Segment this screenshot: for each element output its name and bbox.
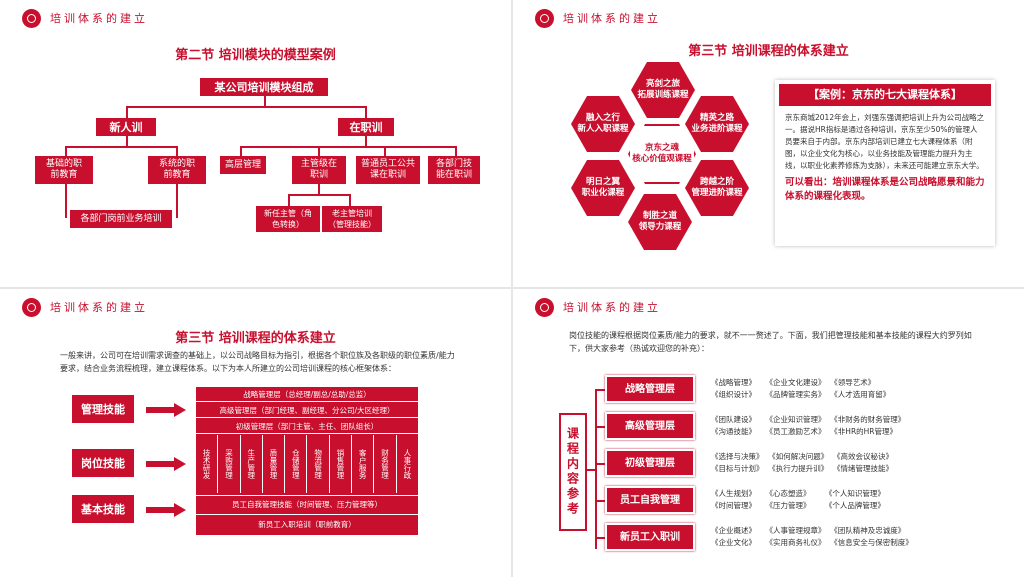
slide-title: 第三节 培训课程的体系建立 xyxy=(175,331,336,346)
case-body: 京东商城2012年会上，刘强东强调把培训上升为公司战略之一。据说HR指标是通过各… xyxy=(785,113,985,170)
slide-2: 培训体系的建立 第三节 培训课程的体系建立 亮剑之旅 拓展训练课程 融入之行 新… xyxy=(513,0,1024,287)
dept-column: 质量管理 xyxy=(263,435,286,493)
dept-column: 技术研发 xyxy=(196,435,219,493)
row-strategic: 战略管理层（总经理/副总/总助/总监） xyxy=(196,387,418,402)
hex-center: 京东之魂 核心价值观课程 xyxy=(628,124,696,184)
l1-box: 基础的职 前教育 xyxy=(35,156,93,184)
hex-2: 融入之行 新人入职课程 xyxy=(571,96,635,152)
dept-column: 生产管理 xyxy=(241,435,263,493)
slide-header: 培训体系的建立 xyxy=(50,12,148,25)
course-list: 《选择与决策》 《如何解决问题》 《高效会议秘诀》 《目标与计划》 《执行力提升… xyxy=(711,452,894,473)
level-box: 高级管理层 xyxy=(605,412,695,440)
r4-box: 各部门技 能在职训 xyxy=(428,156,480,184)
dept-column: 客户服务 xyxy=(352,435,375,493)
newhire-box: 新人训 xyxy=(96,118,156,136)
arrow-icon xyxy=(146,503,186,517)
hex-1: 亮剑之旅 拓展训练课程 xyxy=(631,62,695,118)
dept-column: 仓储管理 xyxy=(285,435,308,493)
intro-text: 一般来讲，公司可在培训需求调查的基础上，以公司战略目标为指引，根据各个职位族及各… xyxy=(60,351,455,373)
course-list: 《企业概述》 《人事管理规章》 《团队精神及忠诚度》 《企业文化》 《实用商务礼… xyxy=(711,526,913,547)
root-box: 某公司培训模块组成 xyxy=(200,78,328,96)
slide-4: 培训体系的建立 岗位技能的课程根据岗位素质/能力的要求，就不一一赘述了。下面，我… xyxy=(513,289,1024,577)
slide-header: 培训体系的建立 xyxy=(563,12,661,25)
onjob-box: 在职训 xyxy=(338,118,394,136)
basic-box: 基本技能 xyxy=(72,495,134,523)
framework-grid: 战略管理层（总经理/副总/总助/总监） 高级管理层（部门经理、副经理、分公司/大… xyxy=(196,387,418,535)
level-box: 员工自我管理 xyxy=(605,486,695,514)
logo-icon xyxy=(535,298,554,317)
r2-box: 主管级在 职训 xyxy=(292,156,346,184)
row-senior: 高级管理层（部门经理、副经理、分公司/大区经理） xyxy=(196,403,418,418)
l3-box: 各部门岗前业务培训 xyxy=(70,210,172,228)
r6-box: 老主管培训 （管理技能） xyxy=(322,206,382,232)
arrow-icon xyxy=(146,457,186,471)
dept-column: 人事行政 xyxy=(402,449,412,479)
level-box: 初级管理层 xyxy=(605,449,695,477)
level-box: 战略管理层 xyxy=(605,375,695,403)
slide-title: 第二节 培训模块的模型案例 xyxy=(175,48,336,63)
slide-1: 培训体系的建立 第二节 培训模块的模型案例 某公司培训模块组成 新人训 在职训 … xyxy=(0,0,511,287)
l2-box: 系统的职 前教育 xyxy=(148,156,206,184)
dept-column: 物流管理 xyxy=(307,435,330,493)
hex-3: 精英之路 业务进阶课程 xyxy=(685,96,749,152)
logo-icon xyxy=(535,9,554,28)
row-junior: 初级管理层（部门主管、主任、团队组长） xyxy=(196,419,418,434)
case-card: 【案例：京东的七大课程体系】 京东商城2012年会上，刘强东强调把培训上升为公司… xyxy=(775,80,995,246)
course-list: 《战略管理》 《企业文化建设》 《领导艺术》 《组织设计》 《品牌管理实务》 《… xyxy=(711,378,891,399)
slide-3: 培训体系的建立 第三节 培训课程的体系建立 一般来讲，公司可在培训需求调查的基础… xyxy=(0,289,511,577)
side-label: 课程内容参考 xyxy=(559,413,587,531)
logo-icon xyxy=(22,9,41,28)
dept-column: 财务管理 xyxy=(374,435,397,493)
slide-title: 第三节 培训课程的体系建立 xyxy=(688,44,849,59)
hex-7: 制胜之道 领导力课程 xyxy=(628,194,692,250)
intro-text: 岗位技能的课程根据岗位素质/能力的要求，就不一一赘述了。下面，我们把管理技能和基… xyxy=(569,331,972,353)
hex-5: 明日之翼 职业化课程 xyxy=(571,160,635,216)
case-conclusion: 可以看出：培训课程体系是公司战略愿景和能力体系的课程化表现。 xyxy=(785,177,985,202)
r1-box: 高层管理 xyxy=(220,156,266,174)
r3-box: 普通员工公共 课在职训 xyxy=(356,156,420,184)
logo-icon xyxy=(22,298,41,317)
slide-header: 培训体系的建立 xyxy=(563,301,661,314)
dept-column: 采购管理 xyxy=(218,435,241,493)
dept-columns: 技术研发采购管理生产管理质量管理仓储管理物流管理销售管理客户服务财务管理人事行政 xyxy=(196,435,418,493)
mgmt-box: 管理技能 xyxy=(72,395,134,423)
course-list: 《人生规划》 《心态塑造》 《个人知识管理》 《时间管理》 《压力管理》 《个人… xyxy=(711,489,885,510)
course-list: 《团队建设》 《企业知识管理》 《非财务的财务管理》 《沟通技能》 《员工激励艺… xyxy=(711,415,906,436)
row-self: 员工自我管理技能（时间管理、压力管理等） xyxy=(196,495,418,513)
row-newhire: 新员工入职培训（职前教育） xyxy=(196,514,418,534)
r5-box: 新任主管（角 色转换） xyxy=(256,206,320,232)
slide-header: 培训体系的建立 xyxy=(50,301,148,314)
level-box: 新员工入职训 xyxy=(605,523,695,551)
hex-6: 跨越之阶 管理进阶课程 xyxy=(685,160,749,216)
case-title: 【案例：京东的七大课程体系】 xyxy=(779,84,991,106)
arrow-icon xyxy=(146,403,186,417)
dept-column: 销售管理 xyxy=(330,435,353,493)
post-box: 岗位技能 xyxy=(72,449,134,477)
